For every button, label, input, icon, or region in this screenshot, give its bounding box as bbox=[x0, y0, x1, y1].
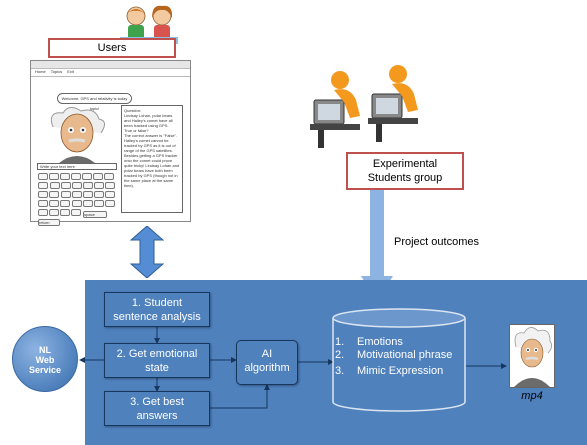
question-panel: Question: Lindsay Lohan, polar bears and… bbox=[121, 105, 183, 213]
step-best-answers: 3. Get best answers bbox=[104, 391, 210, 426]
outcome-label: Emotions bbox=[357, 336, 403, 348]
key[interactable] bbox=[83, 200, 94, 207]
users-label: Users bbox=[97, 42, 127, 54]
key[interactable] bbox=[94, 200, 105, 207]
outcome-item: 3. Mimic Expression bbox=[335, 365, 465, 378]
step2-line2: state bbox=[145, 362, 169, 374]
step-sentence-analysis: 1. Student sentence analysis bbox=[104, 292, 210, 327]
step1-line2: sentence analysis bbox=[113, 311, 201, 323]
key[interactable] bbox=[49, 209, 59, 216]
key[interactable] bbox=[82, 173, 92, 180]
outcome-label: Motivational phrase bbox=[357, 349, 453, 361]
key[interactable] bbox=[60, 200, 70, 207]
mp4-label: mp4 bbox=[521, 390, 543, 402]
key[interactable] bbox=[61, 182, 72, 189]
nl-line2: Web bbox=[35, 355, 55, 365]
step3-line1: 3. Get best bbox=[130, 396, 184, 408]
users-label-box: Users bbox=[48, 38, 176, 58]
step3-line2: answers bbox=[136, 410, 178, 422]
tablet-screenshot: Home Topics Exit Welcome, GPS and relati… bbox=[30, 60, 191, 226]
outcome-item: 2. Motivational phrase bbox=[335, 349, 465, 362]
question-line: The correct answer is "False". bbox=[124, 133, 178, 138]
einstein-avatar-icon bbox=[514, 327, 552, 387]
experimental-group-line2: Students group bbox=[367, 172, 443, 184]
ai-line1: AI bbox=[261, 348, 273, 360]
key[interactable] bbox=[61, 191, 72, 198]
tablet-menu-bar: Home Topics Exit bbox=[31, 69, 190, 77]
tablet-status-bar bbox=[31, 61, 190, 69]
einstein-avatar-icon bbox=[50, 107, 105, 163]
question-line: True or false? bbox=[124, 128, 149, 133]
nl-line3: Service bbox=[28, 365, 62, 375]
key[interactable] bbox=[83, 191, 94, 198]
step2-line1: 2. Get emotional bbox=[116, 348, 198, 360]
ai-line2: algorithm bbox=[244, 362, 290, 374]
key[interactable] bbox=[38, 173, 48, 180]
key[interactable] bbox=[49, 173, 59, 180]
key[interactable] bbox=[72, 182, 83, 189]
on-screen-keyboard[interactable]: space return bbox=[37, 172, 119, 226]
key[interactable] bbox=[105, 182, 116, 189]
key[interactable] bbox=[104, 173, 114, 180]
return-key[interactable]: return bbox=[38, 219, 60, 226]
question-line: Question: bbox=[124, 108, 142, 113]
key[interactable] bbox=[72, 191, 83, 198]
outcome-number: 3. bbox=[335, 365, 345, 377]
outcomes-list: 1. Emotions 2. Motivational phrase 3. Mi… bbox=[335, 336, 465, 378]
project-outcomes-label: Project outcomes bbox=[394, 236, 479, 248]
outcome-number: 1. bbox=[335, 336, 345, 348]
nl-web-service-node: NL Web Service bbox=[12, 326, 78, 392]
key[interactable] bbox=[60, 209, 70, 216]
key[interactable] bbox=[38, 182, 48, 189]
key[interactable] bbox=[94, 191, 105, 198]
key[interactable] bbox=[38, 191, 48, 198]
key[interactable] bbox=[38, 200, 48, 207]
key[interactable] bbox=[49, 191, 59, 198]
key[interactable] bbox=[94, 182, 105, 189]
key[interactable] bbox=[83, 182, 94, 189]
menu-home: Home bbox=[35, 69, 46, 74]
key[interactable] bbox=[38, 209, 48, 216]
experimental-group-box: Experimental Students group bbox=[346, 152, 464, 190]
key[interactable] bbox=[72, 200, 83, 207]
ai-algorithm-box: AI algorithm bbox=[236, 340, 298, 385]
key[interactable] bbox=[60, 173, 70, 180]
step1-line1: 1. Student bbox=[131, 297, 183, 309]
bidirectional-arrow-icon bbox=[130, 226, 164, 278]
space-key[interactable]: space bbox=[83, 211, 108, 218]
key[interactable] bbox=[105, 191, 116, 198]
key[interactable] bbox=[49, 200, 59, 207]
menu-topics: Topics bbox=[50, 69, 63, 74]
avatar-video-frame bbox=[509, 324, 555, 388]
menu-exit: Exit bbox=[67, 69, 74, 74]
down-arrow-icon bbox=[361, 190, 393, 301]
experimental-group-line1: Experimental bbox=[372, 158, 438, 170]
key[interactable] bbox=[71, 173, 81, 180]
welcome-bubble: Welcome, GPS and relativity is today top… bbox=[57, 93, 132, 111]
question-line: Halley's comet cannot be tracked by GPS … bbox=[124, 138, 180, 188]
outcome-label: Mimic Expression bbox=[357, 365, 444, 377]
text-input[interactable]: Write your text here bbox=[37, 163, 117, 170]
key[interactable] bbox=[71, 209, 81, 216]
key[interactable] bbox=[105, 200, 116, 207]
key[interactable] bbox=[93, 173, 103, 180]
key[interactable] bbox=[50, 182, 61, 189]
outcome-item: 1. Emotions bbox=[335, 336, 465, 349]
question-line: Lindsay Lohan, polar bears and Halley's … bbox=[124, 113, 173, 128]
outcome-number: 2. bbox=[335, 349, 345, 361]
computer-users-clipart bbox=[310, 65, 418, 148]
nl-line1: NL bbox=[39, 345, 51, 355]
step-emotional-state: 2. Get emotional state bbox=[104, 343, 210, 378]
